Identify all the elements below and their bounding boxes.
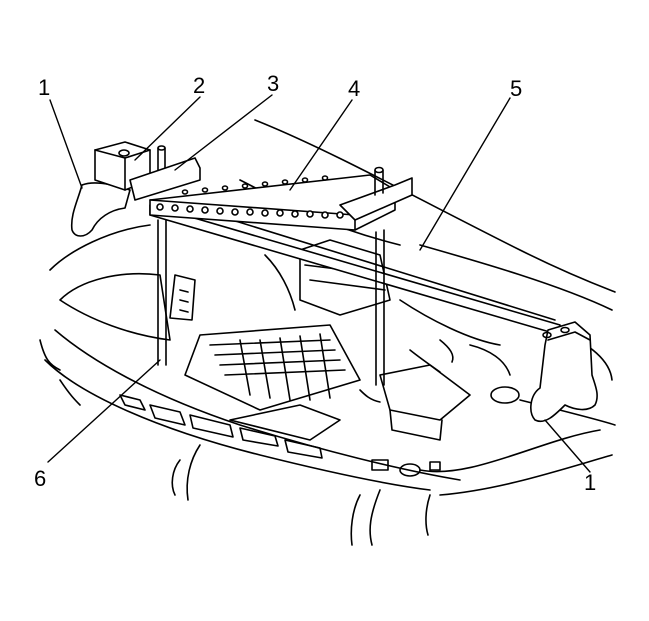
- crossbar-holes: [157, 176, 343, 218]
- callout-2-support-block: 2: [193, 73, 206, 98]
- callout-1-left-foot: 1: [38, 75, 51, 100]
- leader-lines: [48, 95, 590, 472]
- callout-4-crossbar: 4: [348, 76, 361, 101]
- callout-1-right-foot: 1: [584, 470, 597, 495]
- callout-3-stud-clamp: 3: [267, 71, 280, 96]
- callout-6-support-rod: 6: [34, 466, 47, 491]
- callout-5-rear-rail: 5: [510, 76, 523, 101]
- support-fixture: [72, 142, 597, 421]
